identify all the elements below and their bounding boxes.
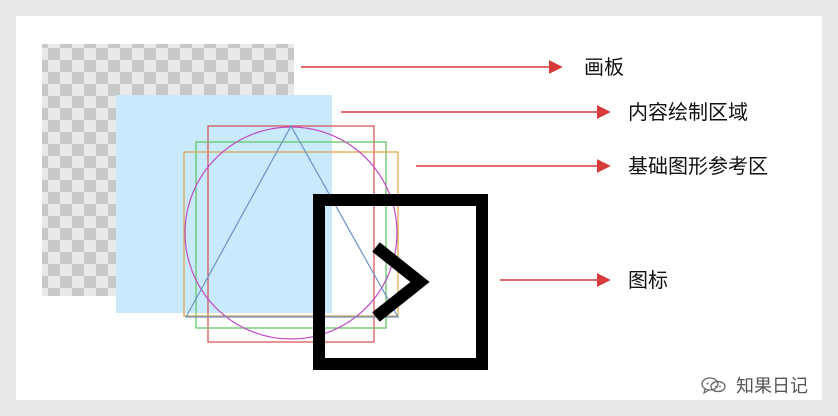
base-rect-orange <box>183 151 399 317</box>
chevron-right-icon <box>372 242 430 322</box>
wechat-icon <box>701 377 726 395</box>
base-shape-area-label: 基础图形参考区 <box>628 154 768 178</box>
watermark: 知果日记 <box>700 372 808 398</box>
icon-box <box>313 194 488 370</box>
icon-label: 图标 <box>628 268 668 292</box>
watermark-text: 知果日记 <box>736 376 808 397</box>
base-triangle-blue <box>184 124 400 318</box>
content-area-shape <box>116 95 332 313</box>
base-rect-green <box>195 141 387 329</box>
artboard-label: 画板 <box>584 55 624 79</box>
content-area-label: 内容绘制区域 <box>628 100 748 124</box>
